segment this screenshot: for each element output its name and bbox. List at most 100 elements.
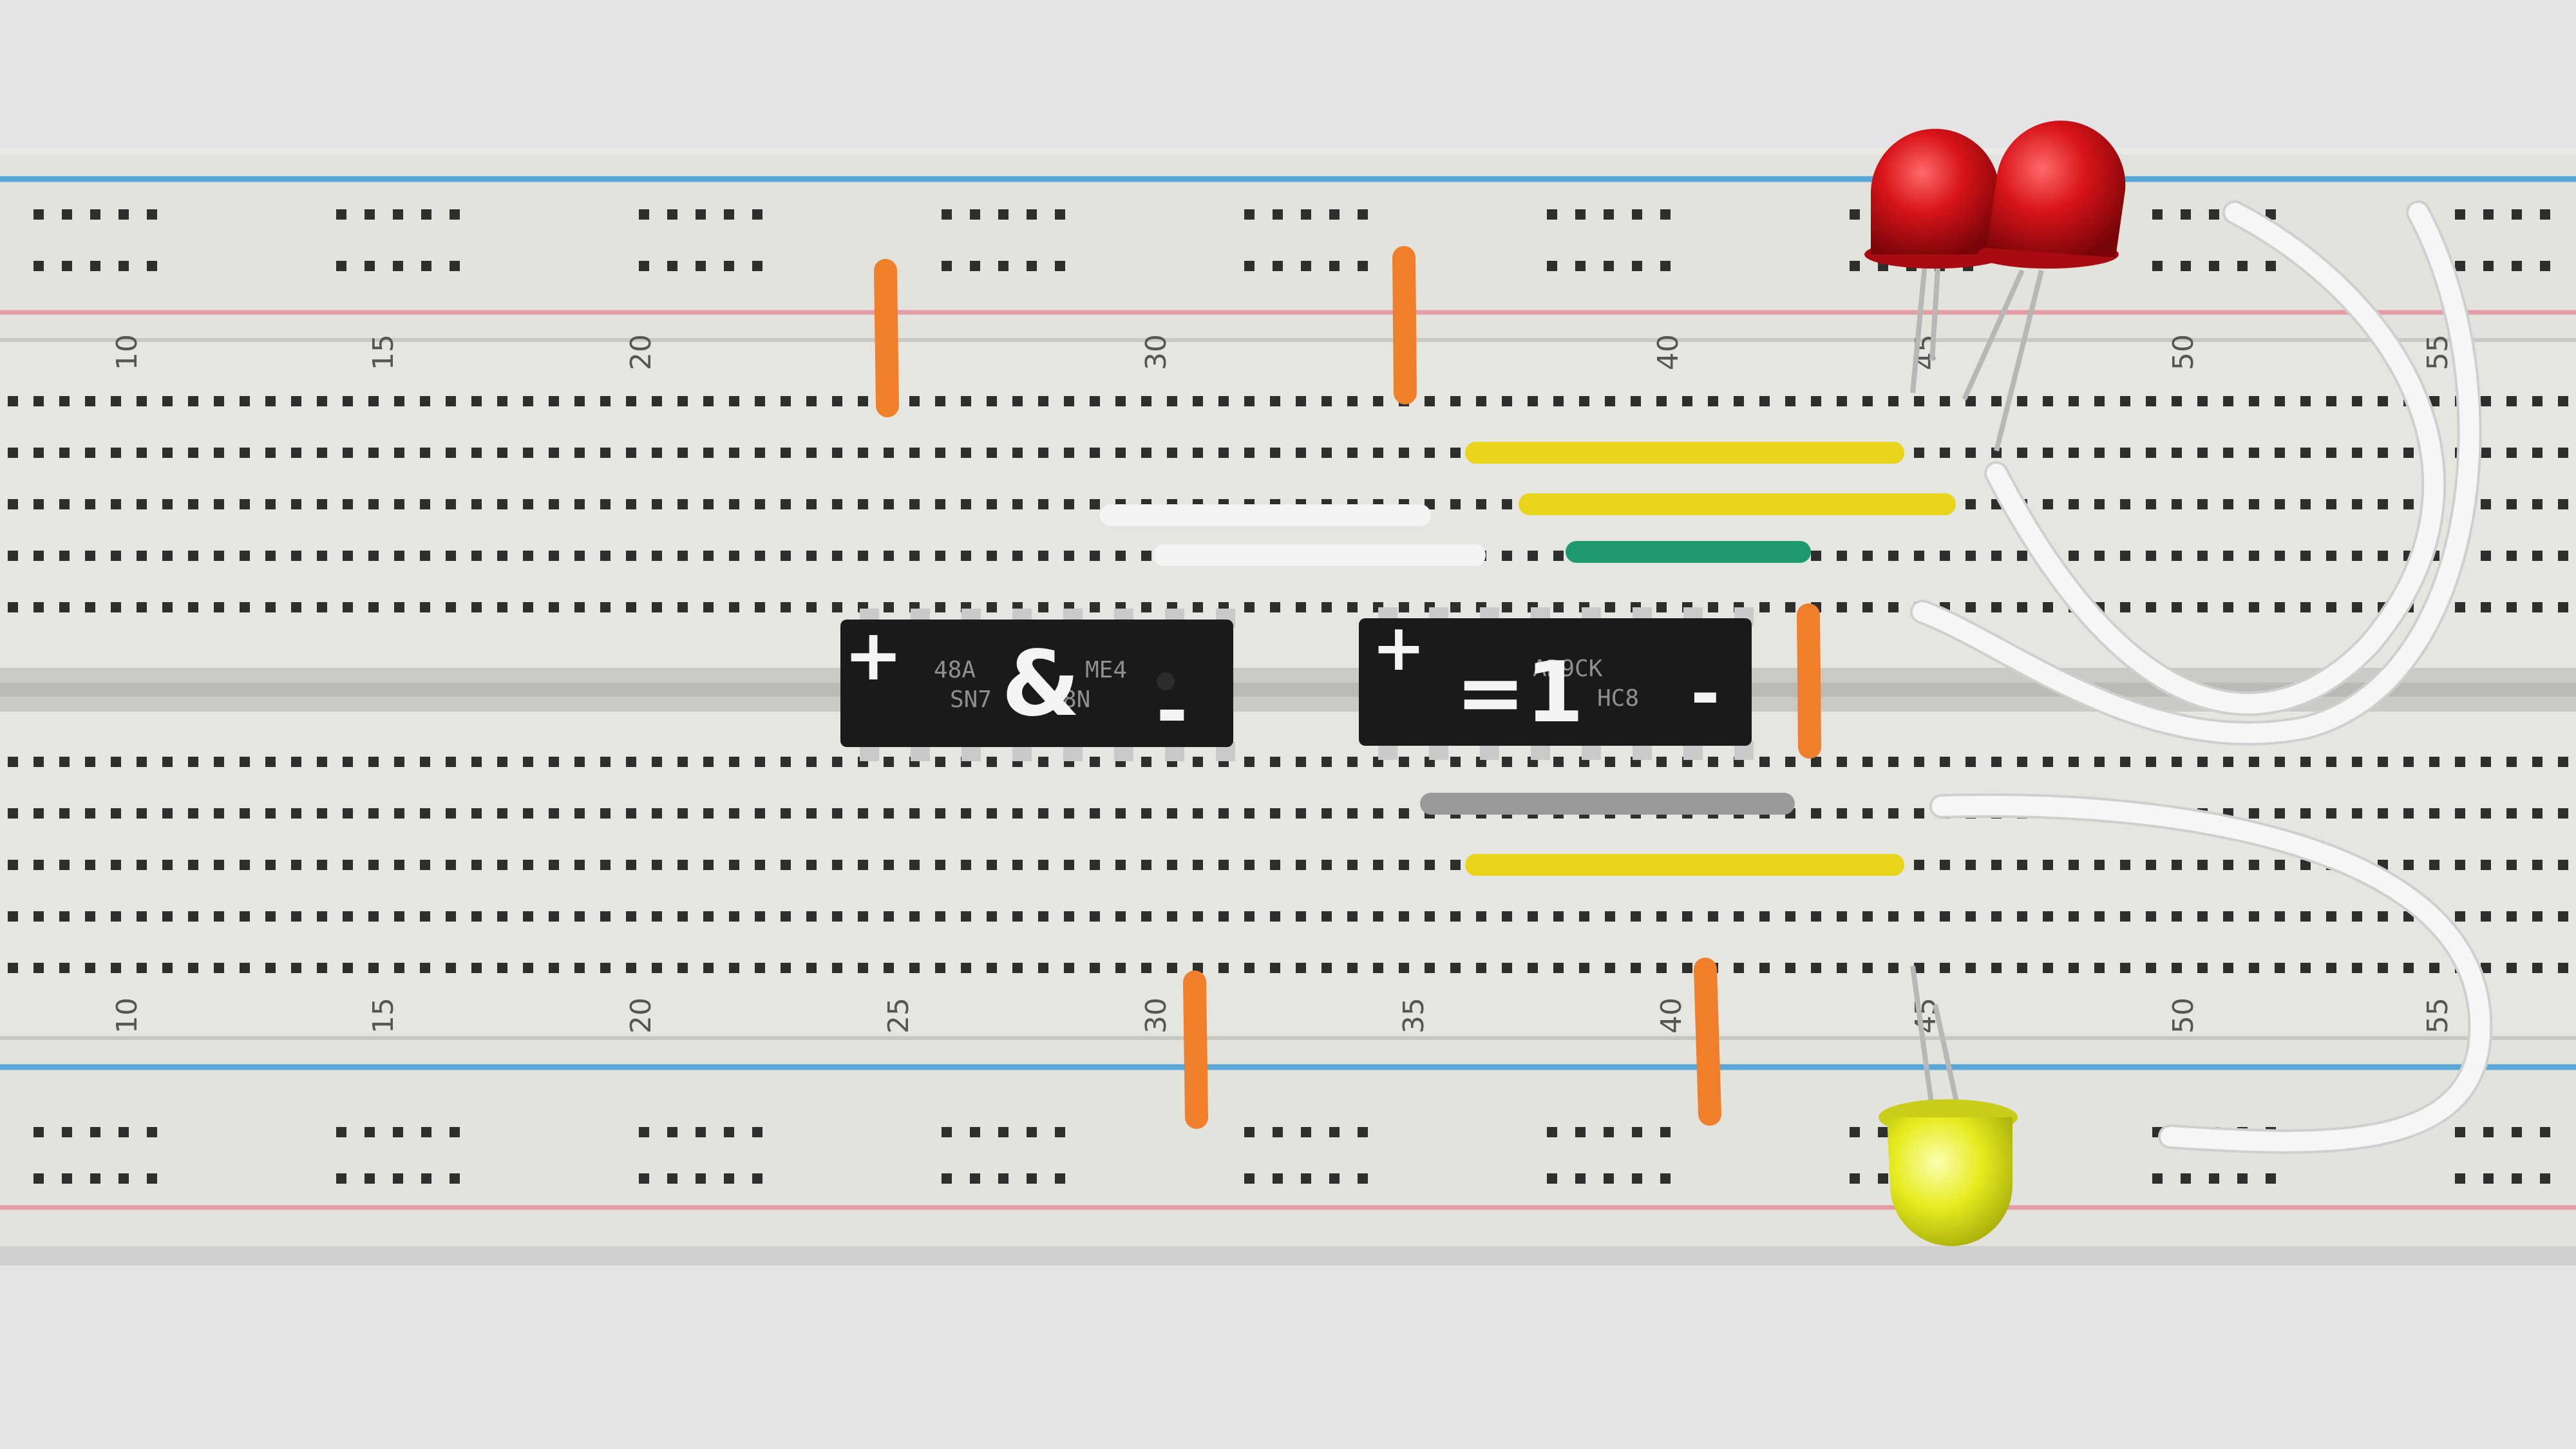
orange-jumper xyxy=(1797,603,1821,759)
breadboard-hole xyxy=(1141,602,1151,612)
breadboard-hole xyxy=(214,499,224,509)
breadboard-hole xyxy=(2146,860,2156,870)
breadboard-hole xyxy=(703,860,714,870)
breadboard-hole xyxy=(1965,860,1976,870)
breadboard-hole xyxy=(806,757,817,767)
breadboard-hole xyxy=(2326,808,2336,819)
breadboard-hole xyxy=(118,1173,129,1184)
breadboard-hole xyxy=(1888,963,1899,973)
breadboard-hole xyxy=(677,448,688,458)
breadboard-hole xyxy=(265,448,276,458)
breadboard-hole xyxy=(574,396,585,406)
breadboard-hole xyxy=(600,860,611,870)
ic-chip-xor: AR9CK HC8 + =1 - xyxy=(1359,607,1754,760)
breadboard-hole xyxy=(909,963,920,973)
breadboard-hole xyxy=(1090,551,1100,561)
breadboard-hole xyxy=(1273,261,1283,271)
breadboard-hole xyxy=(214,963,224,973)
breadboard-hole xyxy=(1965,396,1976,406)
breadboard-hole xyxy=(1090,602,1100,612)
breadboard-hole xyxy=(1837,396,1847,406)
breadboard-hole xyxy=(2209,1173,2219,1184)
breadboard-hole xyxy=(1965,551,1976,561)
breadboard-hole xyxy=(626,911,636,922)
breadboard-hole xyxy=(574,963,585,973)
breadboard-hole xyxy=(1450,499,1461,509)
breadboard-hole xyxy=(214,448,224,458)
breadboard-hole xyxy=(523,602,533,612)
breadboard-hole xyxy=(2326,396,2336,406)
breadboard-hole xyxy=(806,499,817,509)
breadboard-hole xyxy=(265,860,276,870)
breadboard-hole xyxy=(2223,757,2233,767)
breadboard-hole xyxy=(1575,1173,1586,1184)
breadboard-hole xyxy=(1038,499,1048,509)
breadboard-hole xyxy=(1296,911,1306,922)
breadboard-hole xyxy=(1167,860,1177,870)
breadboard-hole xyxy=(33,911,44,922)
breadboard-hole xyxy=(1373,396,1383,406)
breadboard-hole xyxy=(1347,602,1358,612)
breadboard-hole xyxy=(1296,808,1306,819)
breadboard-hole xyxy=(2403,448,2414,458)
breadboard-hole xyxy=(1141,860,1151,870)
breadboard-hole xyxy=(1888,911,1899,922)
breadboard-hole xyxy=(2249,757,2259,767)
breadboard-hole xyxy=(1502,963,1512,973)
breadboard-hole xyxy=(2532,602,2543,612)
breadboard-hole xyxy=(781,757,791,767)
breadboard-hole xyxy=(1476,499,1486,509)
breadboard-hole xyxy=(1450,448,1461,458)
breadboard-hole xyxy=(2506,448,2517,458)
breadboard-hole xyxy=(2300,911,2311,922)
breadboard-hole xyxy=(1115,808,1126,819)
breadboard-hole xyxy=(2378,499,2388,509)
breadboard-hole xyxy=(652,808,662,819)
breadboard-hole xyxy=(574,499,585,509)
breadboard-hole xyxy=(1038,396,1048,406)
breadboard-hole xyxy=(626,499,636,509)
breadboard-hole xyxy=(265,396,276,406)
breadboard-hole xyxy=(317,396,327,406)
breadboard-hole xyxy=(291,602,301,612)
chip-pin1-dot xyxy=(1157,672,1175,690)
led-leg xyxy=(1910,257,1928,393)
breadboard-hole xyxy=(2455,757,2465,767)
breadboard-hole xyxy=(2249,602,2259,612)
breadboard-hole xyxy=(2326,551,2336,561)
breadboard-hole xyxy=(1631,963,1641,973)
breadboard-hole xyxy=(1090,808,1100,819)
breadboard-hole xyxy=(1604,209,1614,220)
breadboard-hole xyxy=(147,1127,157,1137)
breadboard-hole xyxy=(1301,1173,1311,1184)
breadboard-hole xyxy=(832,860,842,870)
breadboard-hole xyxy=(2378,757,2388,767)
breadboard-hole xyxy=(600,396,611,406)
breadboard-hole xyxy=(806,396,817,406)
breadboard-hole xyxy=(420,499,430,509)
breadboard-hole xyxy=(832,808,842,819)
breadboard-hole xyxy=(752,209,762,220)
breadboard-hole xyxy=(1862,396,1873,406)
breadboard-hole xyxy=(394,448,404,458)
breadboard-hole xyxy=(2429,808,2439,819)
breadboard-hole xyxy=(626,757,636,767)
breadboard-hole xyxy=(781,551,791,561)
breadboard-hole xyxy=(2223,396,2233,406)
breadboard-hole xyxy=(1244,209,1255,220)
breadboard-hole xyxy=(1270,860,1280,870)
breadboard-hole xyxy=(2237,1173,2248,1184)
breadboard-hole xyxy=(1811,808,1821,819)
breadboard-hole xyxy=(2249,911,2259,922)
breadboard-hole xyxy=(1347,911,1358,922)
breadboard-hole xyxy=(858,911,868,922)
breadboard-hole xyxy=(1660,209,1671,220)
breadboard-hole xyxy=(2300,551,2311,561)
breadboard-hole xyxy=(1167,963,1177,973)
breadboard-hole xyxy=(1244,396,1255,406)
breadboard-hole xyxy=(1301,261,1311,271)
breadboard-hole xyxy=(1193,448,1203,458)
breadboard-hole xyxy=(85,757,95,767)
breadboard-hole xyxy=(85,396,95,406)
breadboard-hole xyxy=(394,808,404,819)
